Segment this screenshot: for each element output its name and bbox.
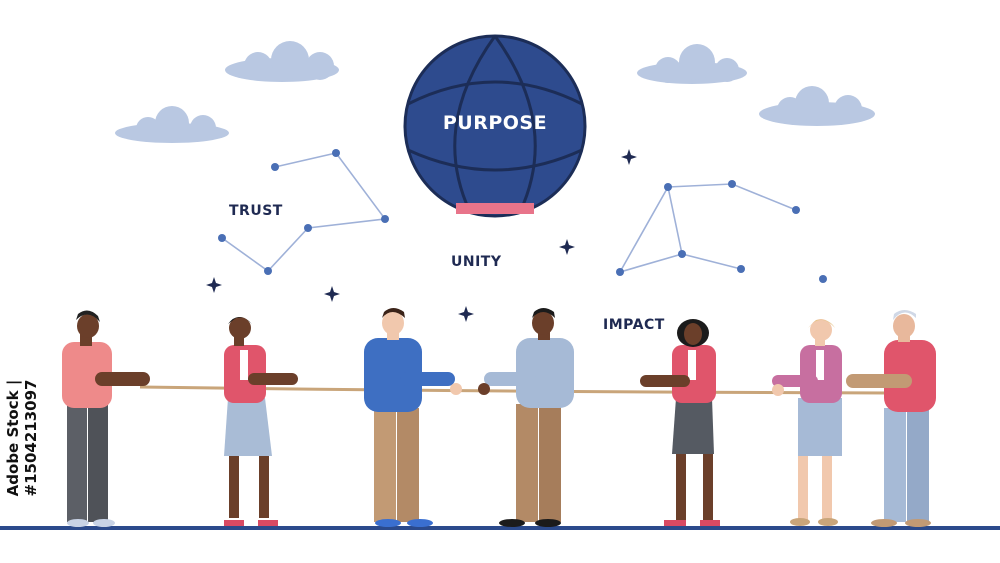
- impact-label: IMPACT: [603, 317, 665, 333]
- constellation-right: [616, 180, 827, 283]
- person-3: [364, 308, 462, 527]
- person-2: [224, 317, 298, 526]
- sparkle-star-icon: [458, 306, 474, 322]
- sparkle-stars: [206, 149, 637, 322]
- balloon-basket: [456, 203, 534, 214]
- cloud-3: [637, 44, 747, 84]
- person-7: [846, 310, 936, 527]
- person-1: [62, 310, 150, 527]
- purpose-balloon: [403, 34, 587, 218]
- sparkle-star-icon: [621, 149, 637, 165]
- sparkle-star-icon: [206, 277, 222, 293]
- cloud-2: [115, 106, 229, 143]
- ground-line: [0, 526, 1000, 530]
- balloon-label: PURPOSE: [442, 112, 548, 134]
- trust-label: TRUST: [229, 203, 283, 219]
- person-5: [640, 319, 720, 526]
- sparkle-star-icon: [324, 286, 340, 302]
- person-6: [772, 319, 842, 526]
- constellation-left: [218, 149, 389, 275]
- stock-id-watermark: Adobe Stock | #1504213097: [4, 379, 40, 497]
- cloud-4: [759, 86, 875, 126]
- person-4: [478, 308, 574, 527]
- cloud-1: [225, 41, 339, 82]
- unity-label: UNITY: [451, 254, 502, 270]
- sparkle-star-icon: [559, 239, 575, 255]
